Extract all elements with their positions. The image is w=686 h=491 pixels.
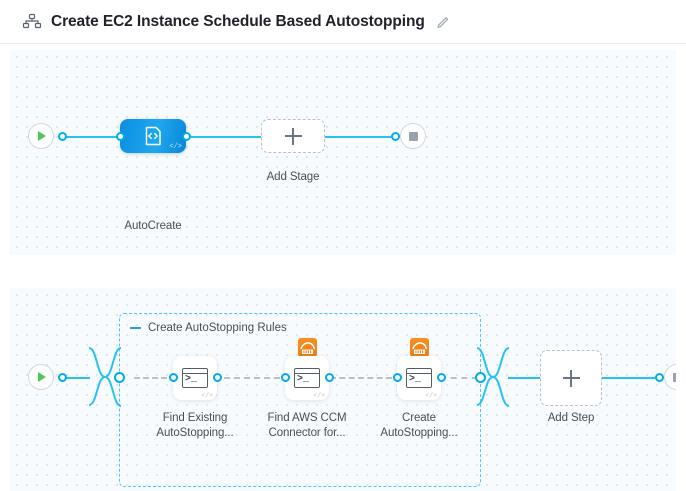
pencil-edit-icon[interactable] bbox=[436, 14, 452, 30]
stop-icon bbox=[672, 372, 676, 382]
stage-end-node[interactable] bbox=[664, 364, 676, 390]
code-corner-badge: </> bbox=[169, 143, 182, 151]
stage-end-input-port[interactable] bbox=[655, 373, 664, 382]
step1-output-port[interactable] bbox=[213, 373, 222, 382]
pipeline-end-node[interactable] bbox=[400, 123, 426, 149]
step3-input-port[interactable] bbox=[393, 373, 402, 382]
minus-collapse-icon[interactable] bbox=[130, 327, 141, 329]
wire-s-curve-left-mirror bbox=[88, 347, 122, 406]
start-output-port[interactable] bbox=[58, 132, 67, 141]
pipeline-start-node[interactable] bbox=[28, 123, 54, 149]
stage-start-node[interactable] bbox=[28, 364, 54, 390]
step2-input-port[interactable] bbox=[281, 373, 290, 382]
plus-icon bbox=[562, 369, 580, 387]
step1-input-port[interactable] bbox=[169, 373, 178, 382]
stages-canvas[interactable]: </> AutoCreate Add Stage bbox=[10, 50, 676, 255]
wire-autocreate-to-addstage bbox=[190, 136, 265, 138]
play-icon bbox=[38, 372, 46, 382]
step-group-label: Create AutoStopping Rules bbox=[148, 322, 287, 334]
code-corner-badge: </> bbox=[425, 392, 437, 399]
step-node-find-existing-autostopping[interactable]: >_ </> bbox=[173, 356, 217, 400]
add-stage-label: Add Stage bbox=[266, 171, 320, 183]
end-input-port[interactable] bbox=[391, 132, 400, 141]
aws-icon bbox=[298, 338, 317, 357]
step-node-find-aws-ccm-connector[interactable]: >_ </> bbox=[285, 356, 329, 400]
step-label-find-aws-ccm-connector: Find AWS CCM Connector for... bbox=[267, 412, 347, 439]
shell-script-icon: >_ bbox=[406, 368, 432, 388]
steps-canvas[interactable]: Create AutoStopping Rules >_ </> Find Ex… bbox=[10, 288, 676, 491]
step-label-create-autostopping: Create AutoStopping... bbox=[380, 412, 458, 439]
plus-icon bbox=[284, 127, 302, 145]
aws-icon bbox=[410, 338, 429, 357]
wire-dotted-1 bbox=[134, 377, 176, 379]
page-header: Create EC2 Instance Schedule Based Autos… bbox=[0, 0, 686, 44]
add-step-button[interactable] bbox=[540, 350, 602, 406]
wire-addstage-to-end bbox=[325, 136, 394, 138]
code-corner-badge: </> bbox=[201, 392, 213, 399]
group-output-port[interactable] bbox=[475, 372, 486, 383]
code-corner-badge: </> bbox=[313, 392, 325, 399]
stage-label-autocreate: AutoCreate bbox=[124, 220, 182, 232]
wire-dotted-2 bbox=[224, 377, 280, 379]
shell-script-icon: >_ bbox=[294, 368, 320, 388]
wire-addstep-to-end bbox=[602, 377, 658, 379]
code-template-icon bbox=[145, 126, 161, 146]
wire-to-addstep bbox=[508, 377, 540, 379]
step-node-create-autostopping[interactable]: >_ </> bbox=[397, 356, 441, 400]
shell-script-icon: >_ bbox=[182, 368, 208, 388]
pipeline-nodes-icon bbox=[22, 12, 42, 32]
step2-output-port[interactable] bbox=[325, 373, 334, 382]
step-group-header: Create AutoStopping Rules bbox=[130, 322, 287, 334]
wire-dotted-3 bbox=[330, 377, 392, 379]
group-input-port[interactable] bbox=[114, 372, 125, 383]
wire-s-curve-right-mirror bbox=[476, 347, 510, 406]
stop-icon bbox=[408, 131, 418, 141]
wire-stage-start bbox=[62, 377, 90, 379]
step3-output-port[interactable] bbox=[437, 373, 446, 382]
stage-node-autocreate[interactable]: </> bbox=[120, 119, 186, 153]
add-step-label: Add Step bbox=[547, 412, 595, 424]
autocreate-output-port[interactable] bbox=[182, 132, 191, 141]
play-icon bbox=[38, 131, 46, 141]
stage-start-output-port[interactable] bbox=[58, 373, 67, 382]
page-title: Create EC2 Instance Schedule Based Autos… bbox=[51, 12, 425, 30]
add-stage-button[interactable] bbox=[261, 119, 325, 153]
autocreate-input-port[interactable] bbox=[116, 132, 125, 141]
wire-dotted-4 bbox=[440, 377, 478, 379]
wire-start-to-autocreate bbox=[62, 136, 124, 138]
step-label-find-existing-autostopping: Find Existing AutoStopping... bbox=[156, 412, 234, 439]
